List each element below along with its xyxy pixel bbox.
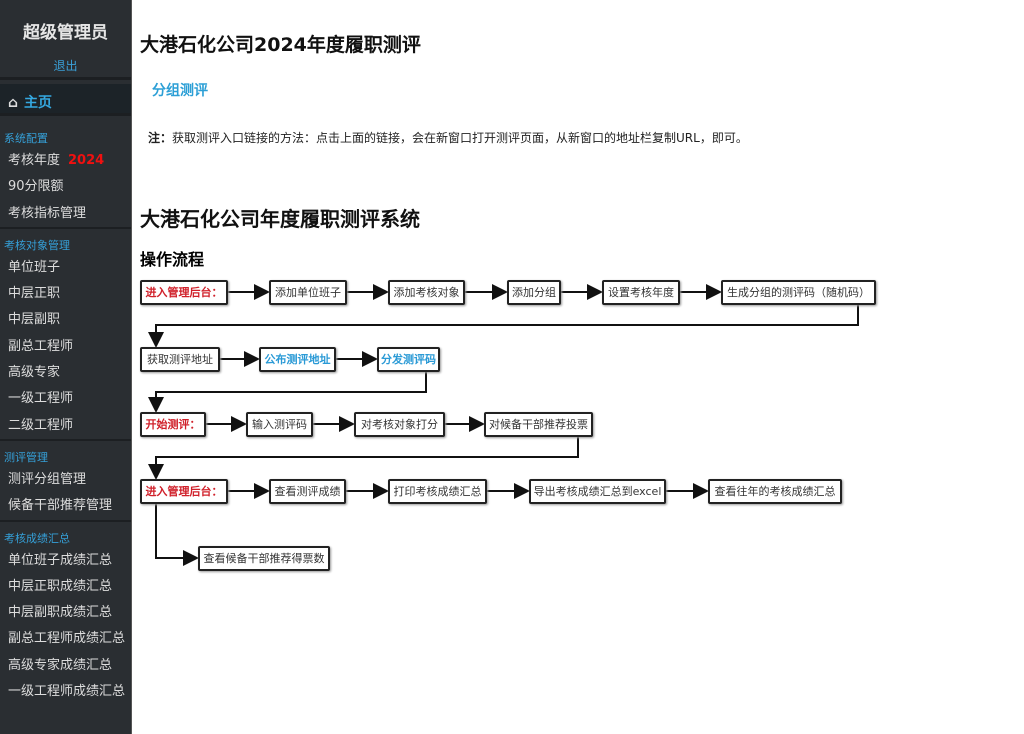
sidebar-item[interactable]: 高级专家成绩汇总: [0, 653, 131, 679]
sidebar-item[interactable]: 单位班子成绩汇总: [0, 548, 131, 574]
sidebar-item[interactable]: 中层副职成绩汇总: [0, 600, 131, 626]
sidebar-section-header: 考核对象管理: [0, 226, 131, 255]
flow-step: 设置考核年度: [602, 280, 680, 305]
flow-step: 导出考核成绩汇总到excel: [529, 479, 666, 504]
sidebar-item[interactable]: 单位班子: [0, 255, 131, 281]
flow-step: 查看测评成绩: [269, 479, 346, 504]
sidebar-item-label: 考核指标管理: [8, 205, 87, 221]
flow-title: 操作流程: [140, 250, 205, 269]
user-title: 超级管理员: [23, 23, 108, 43]
sidebar-section-header: 考核成绩汇总: [0, 519, 131, 548]
flow-step: 输入测评码: [246, 412, 313, 437]
sidebar-item-label: 一级工程师成绩汇总: [8, 684, 126, 700]
flow-step: 打印考核成绩汇总: [388, 479, 487, 504]
sidebar-header: 超级管理员 退出: [0, 0, 131, 80]
sidebar-item[interactable]: 中层正职成绩汇总: [0, 574, 131, 600]
flow-step: 对考核对象打分: [354, 412, 445, 437]
sidebar-item-label: 测评分组管理: [8, 471, 87, 487]
flow-step: 开始测评：: [140, 412, 206, 437]
flow-step: 查看候备干部推荐得票数: [198, 546, 330, 571]
sidebar-item-label: 单位班子成绩汇总: [8, 552, 113, 568]
flow-step: 获取测评地址: [140, 347, 220, 372]
home-icon: ⌂: [8, 95, 19, 111]
sidebar-item-label: 二级工程师: [8, 417, 74, 433]
sidebar-item-label: 单位班子: [8, 259, 61, 275]
sidebar-item-label: 中层正职: [8, 286, 61, 302]
sidebar-item[interactable]: 一级工程师: [0, 386, 131, 412]
flow-step: 对候备干部推荐投票: [484, 412, 593, 437]
sidebar-item-label: 中层副职: [8, 312, 61, 328]
sidebar-item[interactable]: 高级专家: [0, 360, 131, 386]
note-label: 注：: [148, 131, 173, 145]
flow-step: 进入管理后台：: [140, 280, 228, 305]
flow-step: 进入管理后台：: [140, 479, 228, 504]
sidebar-item-label: 中层副职成绩汇总: [8, 605, 113, 621]
sidebar-item-home[interactable]: ⌂ 主页: [0, 84, 131, 116]
sidebar-item[interactable]: 考核年度 2024: [0, 148, 131, 174]
flow-step: 生成分组的测评码（随机码）: [721, 280, 876, 305]
sidebar-item[interactable]: 90分限额: [0, 174, 131, 200]
flow-step: 添加分组: [507, 280, 561, 305]
flow-step: 添加单位班子: [269, 280, 347, 305]
flow-step[interactable]: 公布测评地址: [259, 347, 336, 372]
sidebar-item-label: 副总工程师成绩汇总: [8, 631, 126, 647]
note-text: 获取测评入口链接的方法：点击上面的链接，会在新窗口打开测评页面，从新窗口的地址栏…: [172, 131, 748, 145]
logout-link[interactable]: 退出: [53, 59, 78, 73]
note: 注：获取测评入口链接的方法：点击上面的链接，会在新窗口打开测评页面，从新窗口的地…: [148, 129, 748, 146]
sidebar-item[interactable]: 考核指标管理: [0, 201, 131, 227]
sidebar-item-label: 考核年度: [8, 153, 61, 168]
flow-step: 查看往年的考核成绩汇总: [708, 479, 842, 504]
sidebar-item-label: 高级专家成绩汇总: [8, 657, 113, 673]
sidebar-item-label: 一级工程师: [8, 391, 74, 407]
sidebar-item[interactable]: 一级工程师成绩汇总: [0, 679, 131, 705]
sidebar-item-label: 中层正职成绩汇总: [8, 578, 113, 594]
current-year-badge: 2024: [68, 153, 105, 168]
flow-step: 添加考核对象: [388, 280, 465, 305]
sidebar-item-label: 副总工程师: [8, 338, 74, 354]
sidebar-item[interactable]: 候备干部推荐管理: [0, 493, 131, 519]
flow-step[interactable]: 分发测评码: [377, 347, 440, 372]
sidebar-item-label: 候备干部推荐管理: [8, 498, 113, 514]
page-title: 大港石化公司2024年度履职测评: [140, 34, 421, 56]
sidebar-item-label: 高级专家: [8, 365, 61, 381]
sidebar: 超级管理员 退出 ⌂ 主页 系统配置考核年度 2024 90分限额考核指标管理考核对象…: [0, 0, 132, 734]
sidebar-item[interactable]: 副总工程师: [0, 334, 131, 360]
group-evaluation-link[interactable]: 分组测评: [152, 83, 208, 99]
system-title: 大港石化公司年度履职测评系统: [140, 207, 420, 231]
sidebar-item-label: 90分限额: [8, 179, 64, 195]
sidebar-item[interactable]: 二级工程师: [0, 413, 131, 439]
home-label: 主页: [24, 95, 53, 111]
sidebar-item[interactable]: 中层副职: [0, 307, 131, 333]
sidebar-item[interactable]: 副总工程师成绩汇总: [0, 626, 131, 652]
sidebar-section-header: 系统配置: [4, 132, 48, 145]
sidebar-section-header: 测评管理: [0, 438, 131, 467]
sidebar-item[interactable]: 中层正职: [0, 281, 131, 307]
sidebar-item[interactable]: 测评分组管理: [0, 467, 131, 493]
